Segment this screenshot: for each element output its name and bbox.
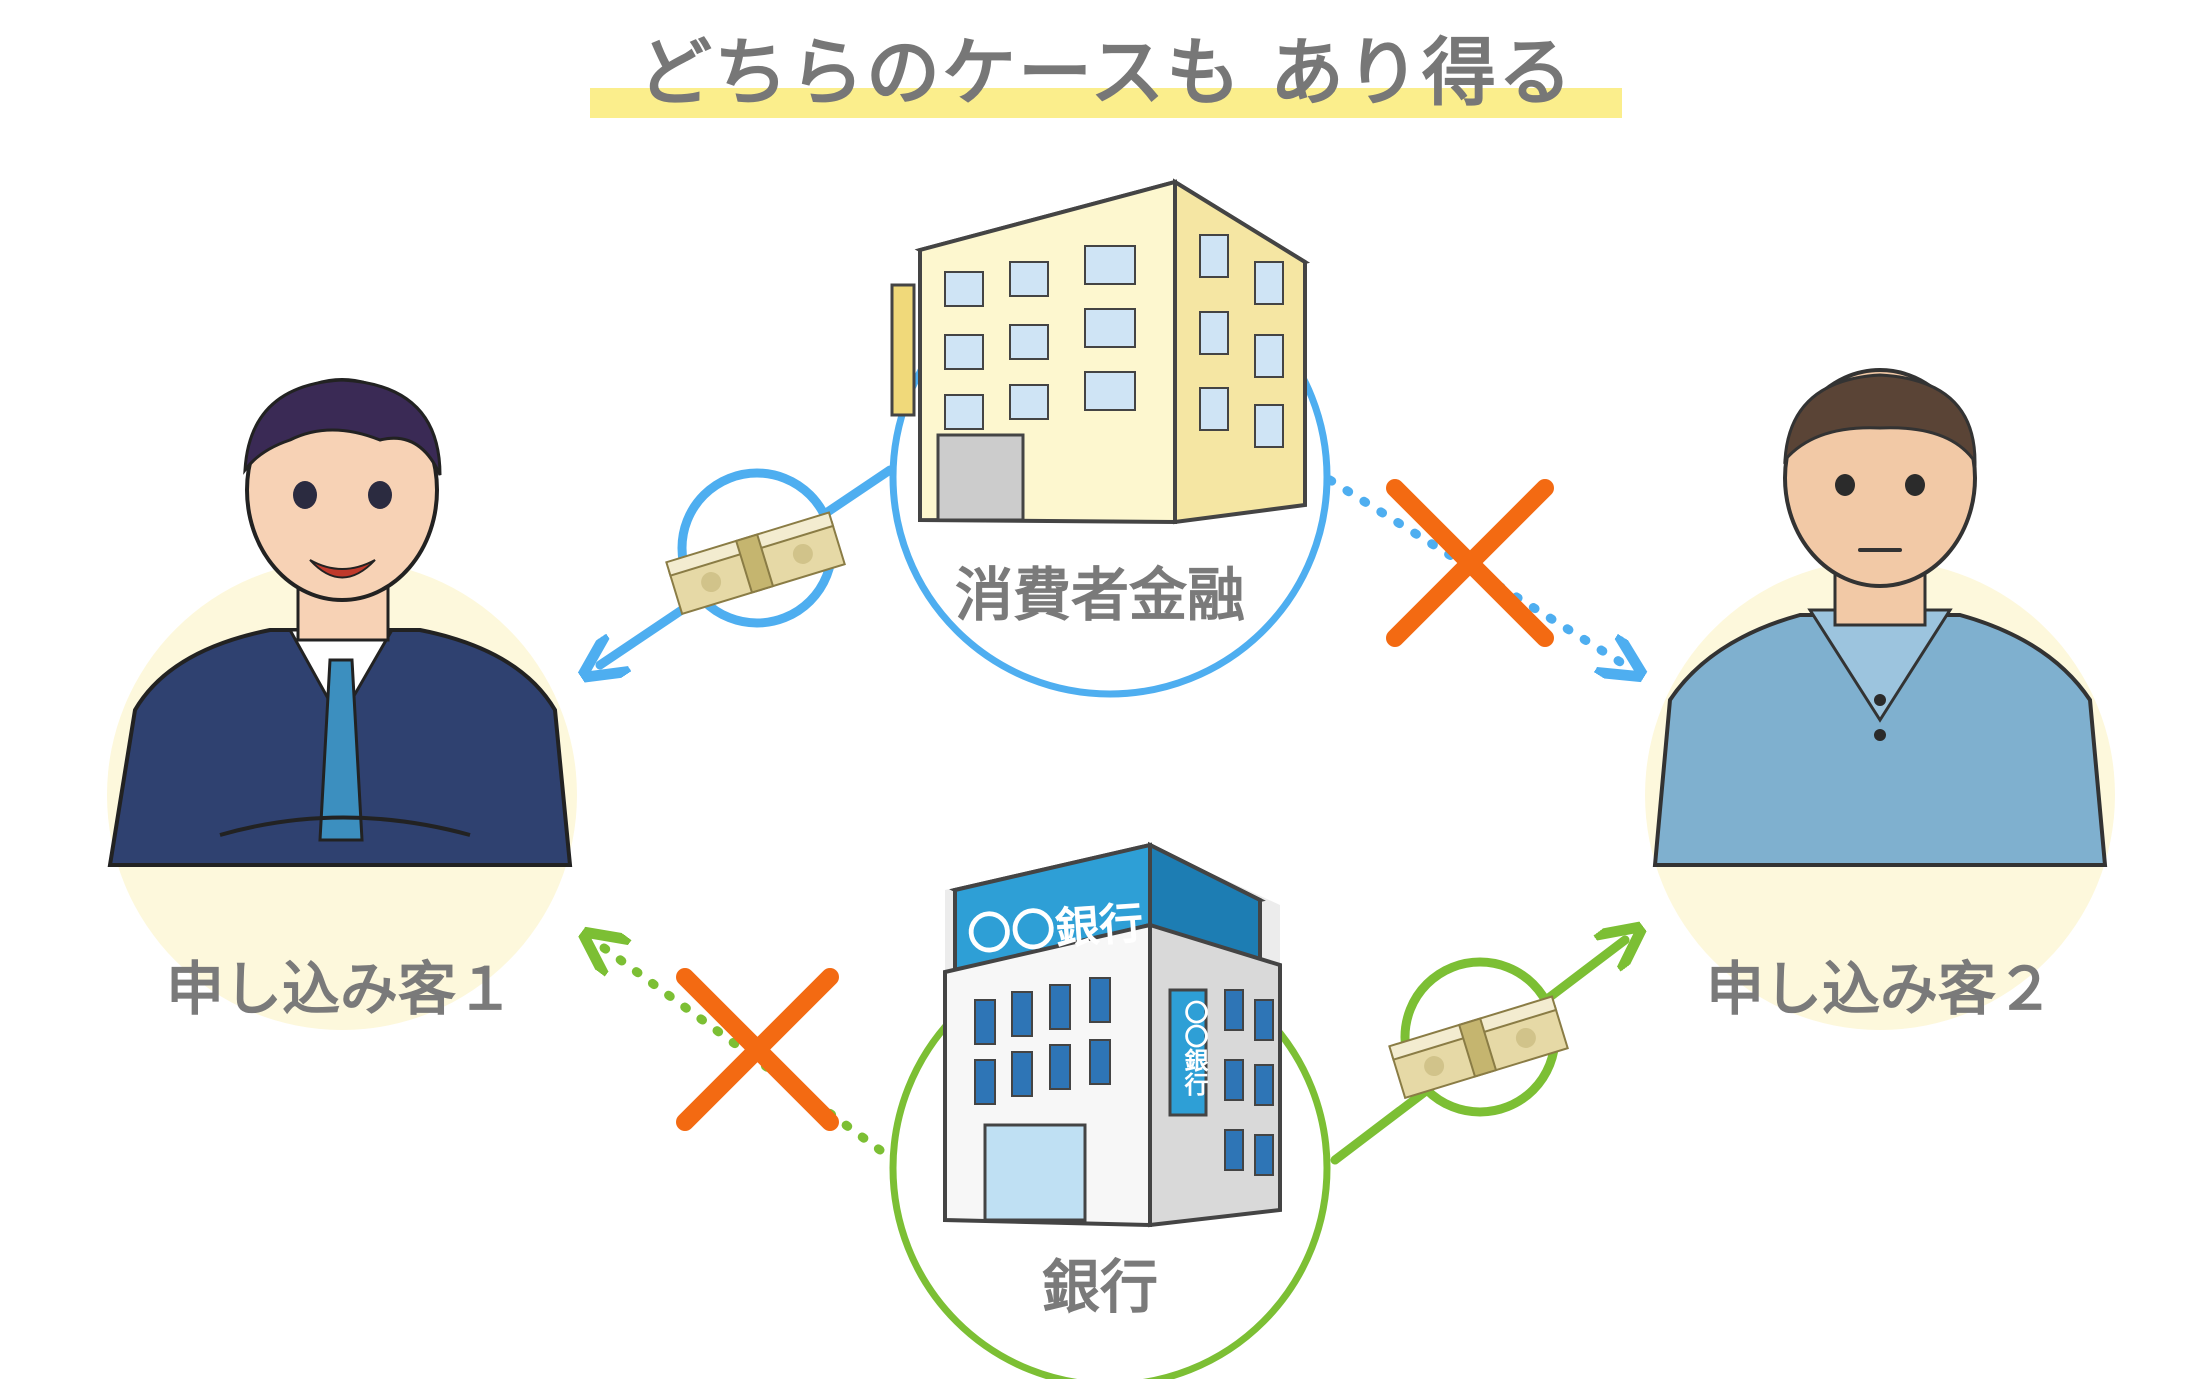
page-title: どちらのケースも あり得る xyxy=(637,30,1575,116)
title-highlight xyxy=(590,88,1622,118)
customer2-label: 申し込み客２ xyxy=(1705,955,2054,1023)
title-block: どちらのケースも あり得る xyxy=(590,22,1622,122)
banknote-bundle-icon xyxy=(1388,957,1569,1117)
customer1-avatar xyxy=(107,378,573,867)
banknote-bundle-icon xyxy=(665,468,846,628)
cross-icon xyxy=(1386,479,1554,647)
bank-vertical-sign-text: 〇〇銀行 xyxy=(1180,1000,1208,1096)
consumer-finance-label: 消費者金融 xyxy=(954,561,1245,629)
consumer-finance-building-icon xyxy=(890,178,1311,525)
customer2-avatar xyxy=(1652,368,2108,867)
customer1-label: 申し込み客１ xyxy=(165,955,514,1023)
bank-label: 銀行 xyxy=(1041,1253,1158,1321)
cross-icon xyxy=(676,968,839,1131)
arrow-consumer-to-customer2-dotted xyxy=(1325,475,1625,665)
bank-building-icon xyxy=(943,841,1282,1228)
